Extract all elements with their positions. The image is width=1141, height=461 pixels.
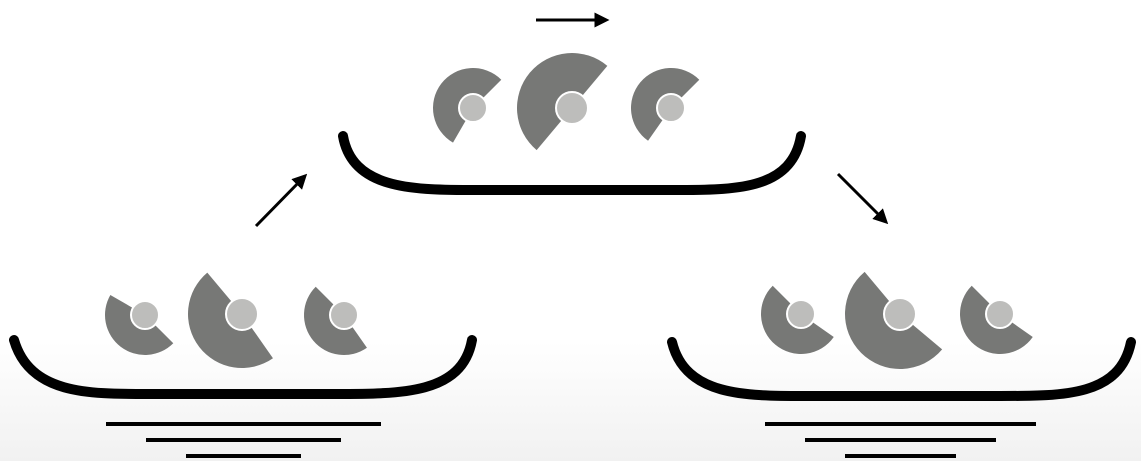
pie-chart-icon xyxy=(188,272,273,368)
dish-left xyxy=(9,335,477,400)
pie-hub xyxy=(883,297,917,331)
pie-chart-icon xyxy=(761,285,834,354)
pie-hub xyxy=(225,297,259,331)
pie-chart-icon xyxy=(433,68,502,143)
pie-hub xyxy=(555,91,589,125)
pie-hub xyxy=(985,299,1015,329)
pie-hub xyxy=(458,93,488,123)
dish-right xyxy=(667,337,1136,401)
pie-hub xyxy=(329,300,359,330)
ground-lines-right xyxy=(765,422,1036,458)
pie-chart-icon xyxy=(960,285,1033,354)
pie-chart-icon xyxy=(631,68,700,141)
pie-hub xyxy=(130,300,160,330)
pie-chart-icon xyxy=(845,271,943,369)
pie-chart-icon xyxy=(304,286,367,355)
pie-groups xyxy=(105,52,1033,369)
pie-hub xyxy=(656,93,686,123)
arrow-up-right-icon xyxy=(254,173,308,228)
ground-lines-left xyxy=(106,422,381,458)
pie-hub xyxy=(786,299,816,329)
arrow-down-right-icon xyxy=(836,172,889,225)
dish-top xyxy=(338,131,806,195)
pie-chart-icon xyxy=(105,295,174,355)
pie-chart-icon xyxy=(517,52,608,151)
